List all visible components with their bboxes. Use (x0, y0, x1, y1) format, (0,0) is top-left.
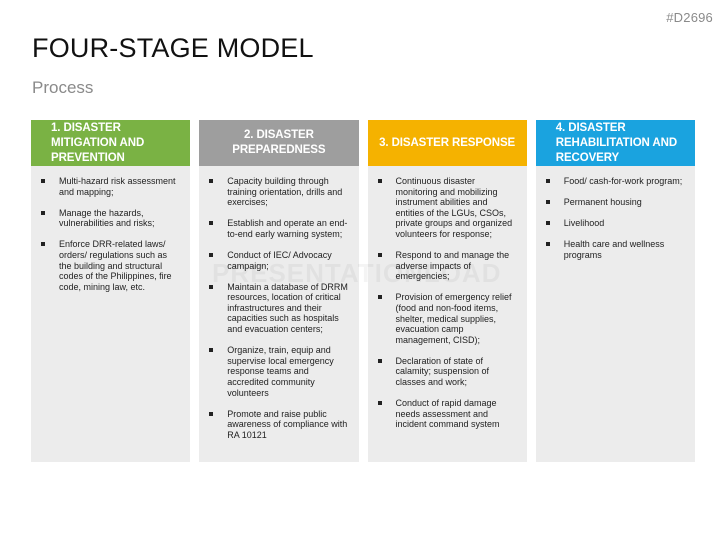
stage-list-mitigation: Multi-hazard risk assessment and mapping… (39, 176, 180, 292)
stage-list-preparedness: Capacity building through training orien… (207, 176, 348, 440)
stage-item-text: Capacity building through training orien… (227, 176, 343, 208)
stage-list-item: Livelihood (544, 218, 685, 229)
stages-container: 1. Disaster Mitigation and Prevention Mu… (31, 120, 695, 462)
bullet-icon (41, 179, 45, 183)
stage-list-item: Organize, train, equip and supervise loc… (207, 345, 348, 398)
bullet-icon (377, 295, 382, 300)
bullet-icon (209, 348, 214, 353)
stage-list-item: Food/ cash-for-work program; (544, 176, 685, 187)
stage-header-response: 3. Disaster Response (367, 120, 527, 166)
stage-item-text: Multi-hazard risk assessment and mapping… (59, 176, 176, 197)
stage-item-text: Livelihood (563, 218, 605, 229)
stage-list-item: Declaration of state of calamity; suspen… (376, 356, 517, 388)
bullet-icon (545, 200, 550, 205)
bullet-icon (209, 284, 214, 289)
stage-item-text: Health care and wellness programs (563, 239, 665, 260)
page-title: FOUR-STAGE MODEL (32, 33, 314, 63)
stage-list-item: Permanent housing (544, 197, 685, 208)
bullet-icon (377, 179, 382, 183)
bullet-icon (377, 253, 382, 258)
stage-item-text: Continuous disaster monitoring and mobil… (395, 176, 513, 239)
stage-item-text: Promote and raise public awareness of co… (227, 408, 348, 440)
stage-item-text: Conduct of rapid damage needs assessment… (395, 398, 500, 430)
stage-body-preparedness: Capacity building through training orien… (199, 166, 358, 462)
bullet-icon (41, 210, 45, 215)
stage-item-text: Food/ cash-for-work program; (563, 176, 683, 186)
stage-list-item: Enforce DRR-related laws/ orders/ regula… (39, 239, 180, 292)
stage-item-text: Manage the hazards, vulnerabilities and … (59, 207, 155, 229)
watermark-logo: PRESENTATIONLOAD (212, 258, 501, 289)
bullet-icon (545, 179, 550, 183)
stage-list-item: Continuous disaster monitoring and mobil… (376, 176, 517, 240)
bullet-icon (545, 221, 550, 226)
stage-list-item: Conduct of IEC/ Advocacy campaign; (207, 250, 348, 271)
stage-item-text: Permanent housing (563, 197, 642, 208)
bullet-icon (545, 242, 550, 247)
stage-list-item: Multi-hazard risk assessment and mapping… (39, 176, 180, 197)
stage-item-text: Enforce DRR-related laws/ orders/ regula… (59, 239, 172, 292)
bullet-icon (41, 242, 45, 247)
stage-item-text: Organize, train, equip and supervise loc… (227, 345, 334, 398)
stage-item-text: Establish and operate an end-to-end earl… (227, 218, 348, 239)
stage-list-item: Maintain a database of DRRM resources, l… (207, 282, 348, 335)
stage-header-mitigation: 1. Disaster Mitigation and Prevention (31, 120, 191, 166)
page-subtitle: Process (32, 78, 94, 97)
stage-header-recovery: 4. Disaster Rehabilitation and Recovery (535, 120, 695, 166)
stage-list-item: Conduct of rapid damage needs assessment… (376, 398, 517, 430)
bullet-icon (209, 221, 214, 226)
stage-item-text: Provision of emergency relief (food and … (395, 292, 512, 345)
stage-list-recovery: Food/ cash-for-work program; Permanent h… (544, 176, 685, 260)
stage-item-text: Maintain a database of DRRM resources, l… (227, 281, 348, 335)
stage-column-response: 3. Disaster Response Continuous disaster… (367, 120, 527, 462)
stage-item-text: Respond to and manage the adverse impact… (395, 250, 510, 282)
stage-list-item: Health care and wellness programs (544, 239, 685, 260)
stage-list-item: Provision of emergency relief (food and … (376, 292, 517, 345)
stage-list-response: Continuous disaster monitoring and mobil… (376, 176, 517, 430)
stage-item-text: Declaration of state of calamity; suspen… (395, 355, 490, 387)
stage-list-item: Establish and operate an end-to-end earl… (207, 218, 348, 239)
bullet-icon (209, 252, 214, 257)
stage-body-mitigation: Multi-hazard risk assessment and mapping… (31, 166, 190, 462)
bullet-icon (377, 358, 382, 363)
stage-column-preparedness: 2. Disaster Preparedness Capacity buildi… (199, 120, 359, 462)
stage-list-item: Capacity building through training orien… (207, 176, 348, 208)
stage-list-item: Respond to and manage the adverse impact… (376, 250, 517, 282)
stage-body-recovery: Food/ cash-for-work program; Permanent h… (536, 166, 695, 462)
bullet-icon (377, 401, 382, 406)
bullet-icon (209, 179, 214, 183)
bullet-icon (209, 411, 214, 416)
slide-id-label: #D2696 (666, 10, 713, 25)
stage-list-item: Manage the hazards, vulnerabilities and … (39, 208, 180, 229)
stage-item-text: Conduct of IEC/ Advocacy campaign; (227, 249, 332, 271)
stage-column-recovery: 4. Disaster Rehabilitation and Recovery … (535, 120, 695, 462)
stage-column-mitigation: 1. Disaster Mitigation and Prevention Mu… (31, 120, 191, 462)
stage-list-item: Promote and raise public awareness of co… (207, 409, 348, 441)
stage-body-response: Continuous disaster monitoring and mobil… (368, 166, 527, 462)
stage-header-preparedness: 2. Disaster Preparedness (199, 120, 359, 166)
